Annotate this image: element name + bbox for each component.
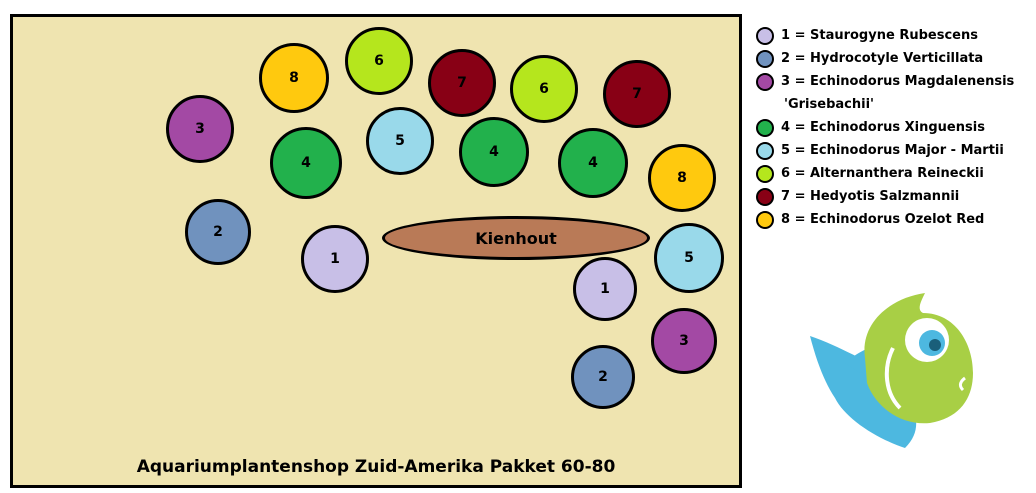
- legend-label: 2 = Hydrocotyle Verticillata: [781, 51, 984, 66]
- legend-item: 1 = Staurogyne Rubescens: [756, 24, 1034, 47]
- legend-item: 'Grisebachii': [756, 93, 1034, 116]
- legend-label: 5 = Echinodorus Major - Martii: [781, 143, 1004, 158]
- plant-6: 6: [345, 27, 413, 95]
- legend-color-dot: [756, 141, 774, 160]
- legend-color-dot: [756, 164, 774, 183]
- legend-color-dot: [756, 118, 774, 137]
- plant-1: 1: [301, 225, 369, 293]
- plant-3: 3: [166, 95, 234, 163]
- legend-color-dot: [756, 210, 774, 229]
- legend-label: 'Grisebachii': [784, 97, 875, 112]
- plant-4: 4: [270, 127, 342, 199]
- fish-mouth: [958, 376, 966, 392]
- legend-item: 5 = Echinodorus Major - Martii: [756, 139, 1034, 162]
- plant-4: 4: [459, 117, 529, 187]
- driftwood-kienhout: Kienhout: [382, 216, 650, 260]
- fish-gill: [884, 347, 902, 410]
- plant-3: 3: [651, 308, 717, 374]
- legend-label: 7 = Hedyotis Salzmannii: [781, 189, 960, 204]
- legend-color-dot: [756, 26, 774, 45]
- fish-logo-icon: [810, 293, 973, 448]
- legend-color-dot: [756, 49, 774, 68]
- plant-4: 4: [558, 128, 628, 198]
- legend-item: 7 = Hedyotis Salzmannii: [756, 185, 1034, 208]
- plant-7: 7: [428, 49, 496, 117]
- legend-label: 1 = Staurogyne Rubescens: [781, 28, 978, 43]
- legend-label: 4 = Echinodorus Xinguensis: [781, 120, 985, 135]
- legend-item: 4 = Echinodorus Xinguensis: [756, 116, 1034, 139]
- plant-6: 6: [510, 55, 578, 123]
- legend-item: 2 = Hydrocotyle Verticillata: [756, 47, 1034, 70]
- plant-2: 2: [571, 345, 635, 409]
- legend-item: 3 = Echinodorus Magdalenensis: [756, 70, 1034, 93]
- legend-label: 3 = Echinodorus Magdalenensis: [781, 74, 1015, 89]
- fish-body: [810, 336, 917, 448]
- plant-1: 1: [573, 257, 637, 321]
- plant-7: 7: [603, 60, 671, 128]
- plant-8: 8: [648, 144, 716, 212]
- tank-title: Aquariumplantenshop Zuid-Amerika Pakket …: [136, 457, 616, 477]
- plant-legend: 1 = Staurogyne Rubescens 2 = Hydrocotyle …: [756, 24, 1034, 231]
- plant-2: 2: [185, 199, 251, 265]
- fish-eye-pupil: [929, 339, 941, 351]
- plant-5: 5: [654, 223, 724, 293]
- plant-8: 8: [259, 43, 329, 113]
- legend-item: 8 = Echinodorus Ozelot Red: [756, 208, 1034, 231]
- legend-label: 8 = Echinodorus Ozelot Red: [781, 212, 985, 227]
- legend-label: 6 = Alternanthera Reineckii: [781, 166, 984, 181]
- legend-color-dot: [756, 187, 774, 206]
- legend-item: 6 = Alternanthera Reineckii: [756, 162, 1034, 185]
- legend-color-dot: [756, 72, 774, 91]
- plant-5: 5: [366, 107, 434, 175]
